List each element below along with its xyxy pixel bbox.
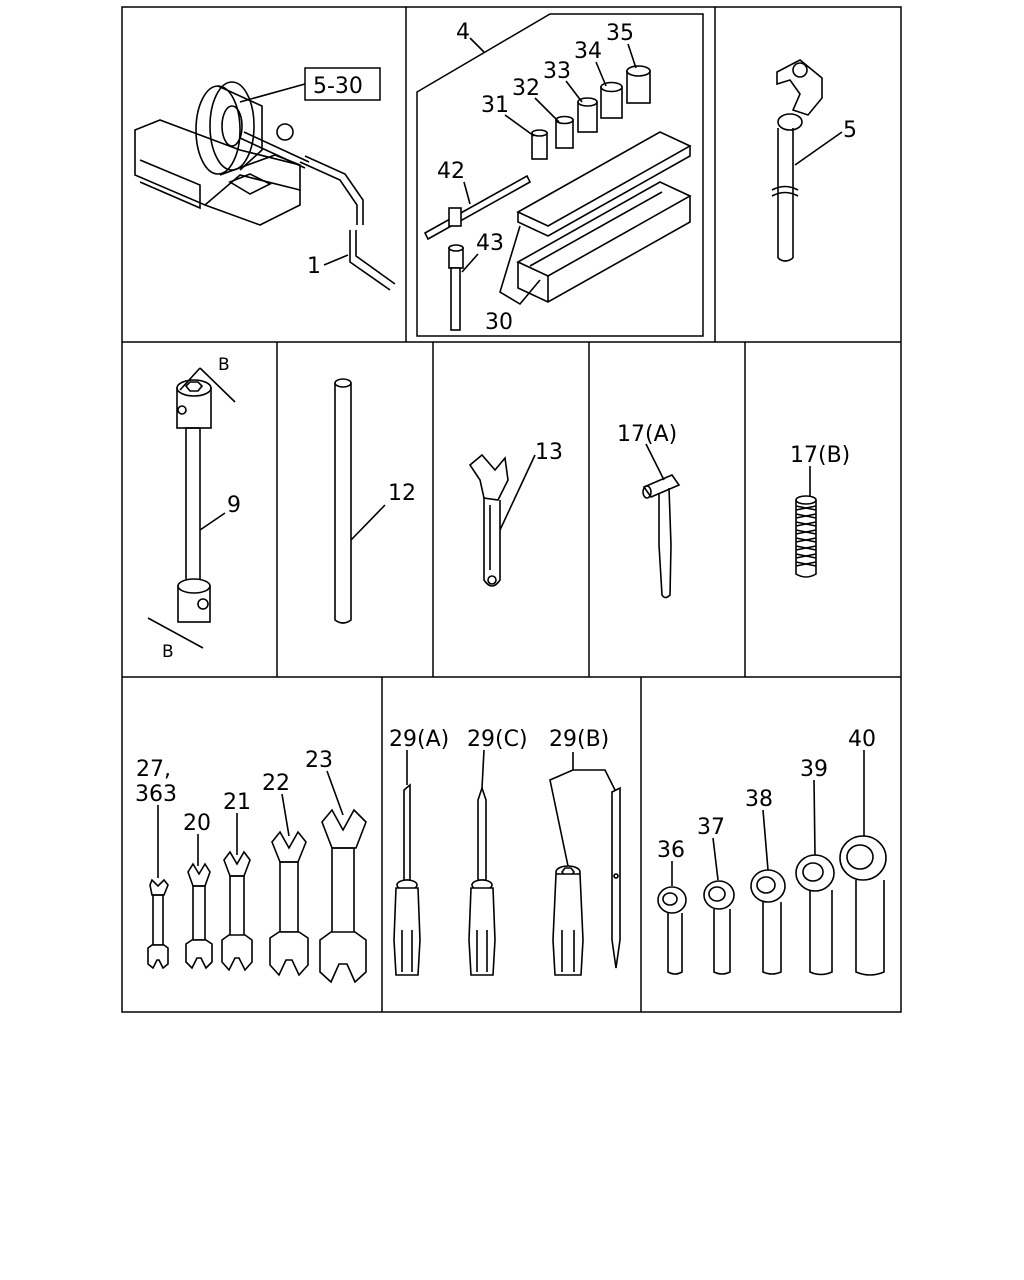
- leader-line: [350, 504, 386, 541]
- panel-box-wrench: B 9 B: [147, 355, 241, 662]
- leader-line: [461, 253, 479, 273]
- diagram-frame: [121, 6, 902, 1013]
- label-23: 23: [305, 748, 333, 773]
- label-42: 42: [437, 159, 465, 184]
- label-43: 43: [476, 231, 504, 256]
- label-17a: 17(A): [617, 422, 677, 447]
- leader-line: [239, 83, 306, 103]
- leader-line: [463, 181, 471, 205]
- panel-ring-wrenches: 36 37 38 39 40: [657, 727, 887, 976]
- spanner-drawing: [771, 59, 823, 262]
- panel-grip: 17(B): [790, 443, 850, 578]
- adjustable-wrench-drawing: [468, 453, 509, 587]
- leader-line: [504, 114, 535, 137]
- label-13: 13: [535, 440, 563, 465]
- panel-hammer: 17(A): [617, 422, 681, 599]
- winch-drawing: [134, 81, 396, 291]
- label-22: 22: [262, 771, 290, 796]
- label-27: 27,: [136, 757, 171, 782]
- hammer-drawing: [642, 474, 681, 599]
- leader-line: [712, 837, 719, 881]
- case-bracket: [499, 225, 541, 306]
- label-12: 12: [388, 481, 416, 506]
- box-wrench-drawing: [176, 379, 212, 623]
- label-29c: 29(C): [467, 727, 528, 752]
- leader-line: [762, 809, 769, 871]
- label-1: 1: [307, 254, 321, 279]
- label-20: 20: [183, 811, 211, 836]
- leader-line: [534, 97, 560, 123]
- ring-wrenches-drawing: [657, 835, 887, 976]
- label-40: 40: [848, 727, 876, 752]
- label-363: 363: [135, 782, 177, 807]
- grip-drawing: [795, 495, 817, 578]
- panel-screwdrivers: 29(A) 29(C) 29(B): [389, 727, 621, 976]
- label-29a: 29(A): [389, 727, 449, 752]
- leader-line: [813, 779, 816, 856]
- label-30: 30: [485, 310, 513, 335]
- leader-line: [565, 80, 583, 103]
- label-39: 39: [800, 757, 828, 782]
- label-35: 35: [606, 21, 634, 46]
- tool-case-drawing: [516, 131, 692, 303]
- dimension-line: [199, 367, 236, 403]
- panel-socket-set: 4 31 32 33 34 35 42: [416, 13, 704, 337]
- ref-box-label: 5-30: [313, 74, 363, 99]
- label-17b: 17(B): [790, 443, 850, 468]
- label-36: 36: [657, 838, 685, 863]
- leader-line: [326, 770, 344, 816]
- dimension-line: [147, 617, 204, 649]
- label-21: 21: [223, 790, 251, 815]
- label-4: 4: [456, 20, 470, 45]
- extension-drawing: [448, 244, 464, 331]
- panel-adjustable-wrench: 13: [468, 440, 563, 587]
- leader-line: [199, 512, 226, 531]
- open-wrenches-drawing: [147, 808, 367, 984]
- leader-line: [481, 749, 485, 789]
- label-5: 5: [843, 118, 857, 143]
- panel-spanner: 5: [771, 59, 857, 262]
- panel-open-wrenches: 27, 363 20 21 22 23: [135, 748, 367, 984]
- leader-bracket: [549, 752, 616, 867]
- panel-bar: 12: [334, 378, 416, 624]
- label-9: 9: [227, 493, 241, 518]
- leader-line: [281, 793, 290, 837]
- label-33: 33: [543, 59, 571, 84]
- label-37: 37: [697, 815, 725, 840]
- leader-line: [595, 61, 607, 87]
- t-handle-drawing: [423, 174, 532, 241]
- label-38: 38: [745, 787, 773, 812]
- socket-set-enclosure: [416, 13, 704, 337]
- leader-line: [323, 254, 349, 266]
- screwdrivers-drawing: [393, 783, 621, 976]
- leader-line: [645, 443, 665, 481]
- label-34: 34: [574, 39, 602, 64]
- dimension-line: [179, 367, 201, 391]
- label-32: 32: [512, 76, 540, 101]
- label-31: 31: [481, 93, 509, 118]
- leader-line: [499, 454, 536, 531]
- label-29b: 29(B): [549, 727, 609, 752]
- label-dim-b-top: B: [218, 355, 230, 375]
- leader-line: [469, 37, 485, 53]
- leader-line: [794, 131, 843, 166]
- panel-winch: 5-30 1: [134, 67, 396, 291]
- bar-drawing: [334, 378, 352, 624]
- label-dim-b-bottom: B: [162, 642, 174, 662]
- leader-line: [627, 43, 637, 69]
